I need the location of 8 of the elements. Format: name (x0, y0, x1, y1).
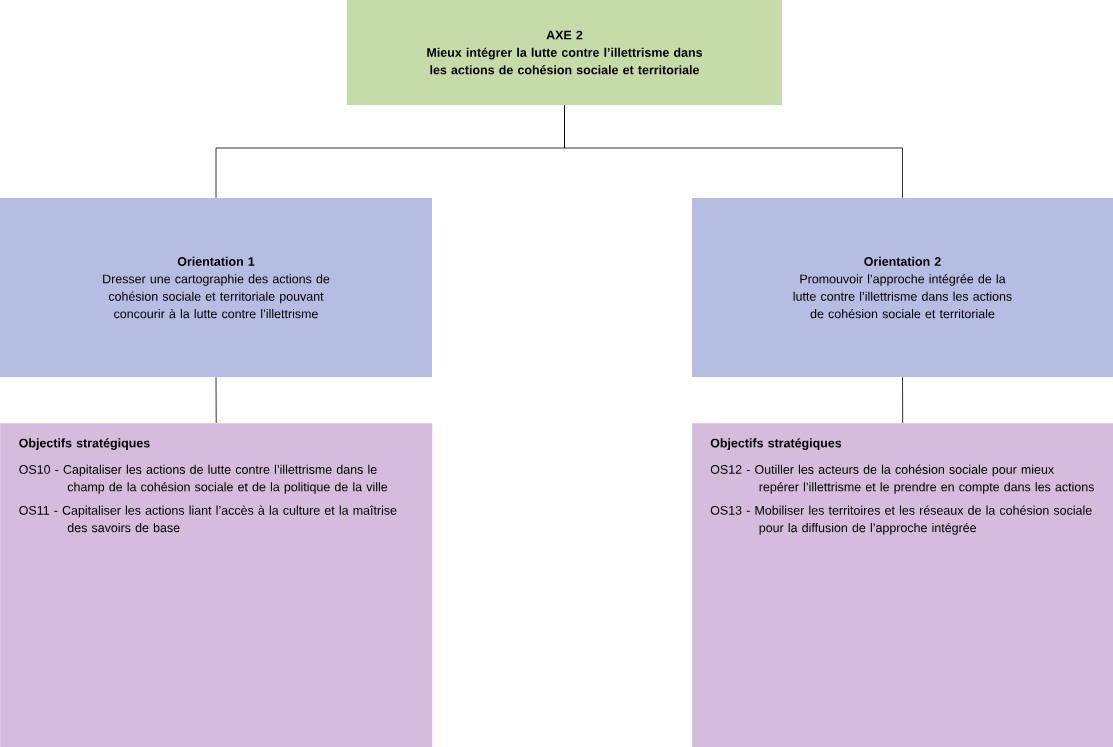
connector-line (564, 104, 903, 199)
orientation-box: Orientation 1 Dresser une cartographie des actions de cohésion sociale et territoriale pouvant concourir à la lutte contre l’illettrisme (0, 198, 432, 377)
header-box: AXE 2 Mieux intégrer la lutte contre l’illettrisme dans les actions de cohésion sociale et territoriale (347, 0, 782, 105)
connector-line (215, 376, 217, 424)
objectives-box: Objectifs stratégiques OS10 - Capitaliser les actions de lutte contre l’illettrisme dans le champ de la cohésion sociale et de la politique de la ville OS11 - Capitaliser les actions liant l’accès à la culture et la maîtrise des savoirs de base (0, 423, 433, 747)
objectives-box: Objectifs stratégiques OS12 - Outiller les acteurs de la cohésion sociale pour mieux repérer l’illettrisme et le prendre en compte dans les actions OS13 - Mobiliser les territoires et les réseaux de la cohésion sociale pour la diffusion de l’approche intégrée (692, 423, 1113, 747)
orientation-box: Orientation 2 Promouvoir l’approche intégrée de la lutte contre l’illettrisme dans les actions de cohésion sociale et territoriale (692, 198, 1113, 377)
connector-line (902, 376, 904, 424)
